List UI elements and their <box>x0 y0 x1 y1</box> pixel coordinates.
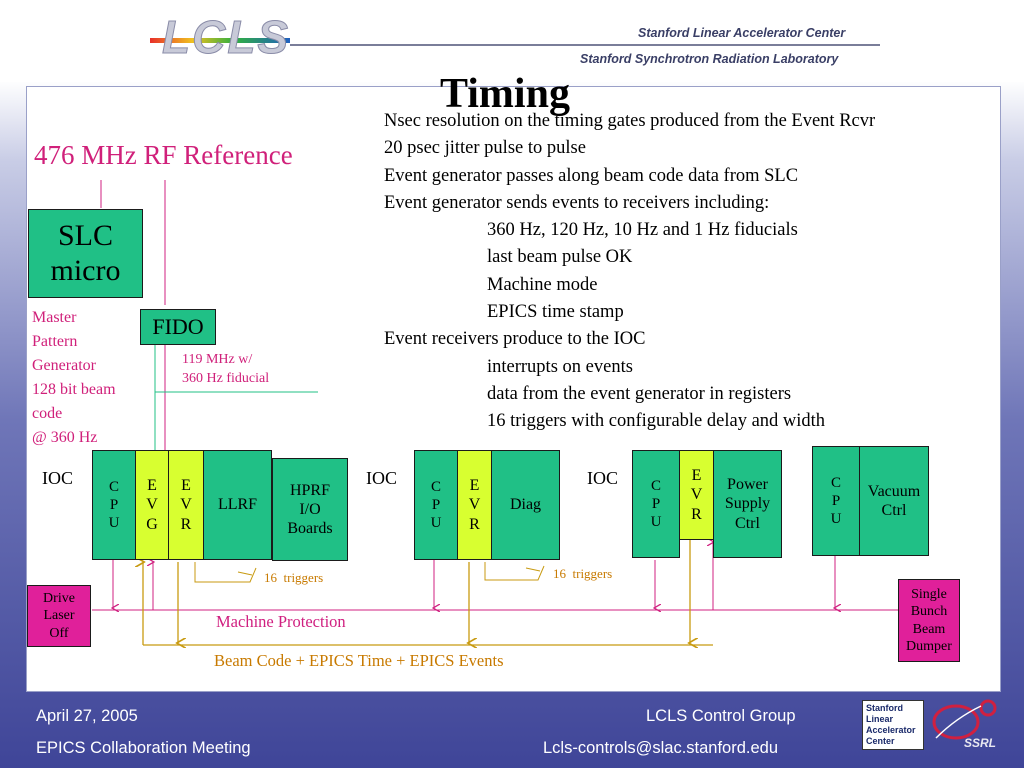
bullet-line: Nsec resolution on the timing gates prod… <box>384 111 876 131</box>
ioc1-evr: E V R <box>168 450 204 560</box>
drive-laser-box: Drive Laser Off <box>27 585 91 647</box>
ssrl-logo-text: SSRL <box>964 736 997 750</box>
bullet-line: Event generator sends events to receiver… <box>384 192 770 213</box>
slac-logo-line: Accelerator <box>866 725 916 735</box>
ioc3-cpu: C P U <box>632 450 680 558</box>
footer-meeting: EPICS Collaboration Meeting <box>36 739 251 757</box>
beam-code-bus-label: Beam Code + EPICS Time + EPICS Events <box>214 651 504 670</box>
bullet-line: Event generator passes along beam code d… <box>384 165 799 186</box>
institution-slac: Stanford Linear Accelerator Center <box>638 26 846 40</box>
slac-logo-line: Linear <box>866 714 894 724</box>
trigger-tick-1 <box>237 571 253 576</box>
slc-micro-box: SLC micro <box>28 209 143 298</box>
lcls-logo-swoosh <box>150 38 290 43</box>
bullet-line: 20 psec jitter pulse to pulse <box>384 138 586 159</box>
beam-dumper-box: Single Bunch Beam Dumper <box>898 579 960 662</box>
bullet-line: 360 Hz, 120 Hz, 10 Hz and 1 Hz fiducials <box>487 220 798 241</box>
ioc4-cpu: C P U <box>812 446 860 556</box>
ssrl-ring-icon <box>932 699 997 740</box>
ioc1-triggers-label: 16 triggers <box>264 570 324 585</box>
bullet-line: Machine mode <box>487 274 598 295</box>
lcls-logo: LCLS <box>150 8 290 64</box>
ioc4-vacuum: Vacuum Ctrl <box>859 446 929 556</box>
footer-date: April 27, 2005 <box>36 707 138 725</box>
footer-group: LCLS Control Group <box>646 707 796 725</box>
ioc1-llrf: LLRF <box>203 450 272 560</box>
slac-logo-line: Center <box>866 736 895 746</box>
ioc2-triggers-label: 16 triggers <box>553 566 613 581</box>
bullet-list: Nsec resolution on the timing gates prod… <box>384 108 875 436</box>
ioc3-evr: E V R <box>679 450 714 540</box>
trigger-bracket-2 <box>484 562 545 581</box>
institution-ssrl: Stanford Synchrotron Radiation Laborator… <box>580 52 839 66</box>
bullet-line: Event receivers produce to the IOC <box>384 329 646 350</box>
slac-logo-line: Stanford <box>866 703 903 713</box>
lcls-logo-text: LCLS <box>161 11 291 64</box>
ioc1-hprf: HPRF I/O Boards <box>272 458 348 561</box>
bullet-line: EPICS time stamp <box>487 302 624 323</box>
ioc3-label: IOC <box>587 468 618 488</box>
ioc2-evr: E V R <box>457 450 492 560</box>
ioc1-label: IOC <box>42 468 73 488</box>
trigger-tick-2 <box>525 567 541 572</box>
footer-email: Lcls-controls@slac.stanford.edu <box>543 739 779 757</box>
fido-box: FIDO <box>140 309 216 345</box>
ioc2-diag: Diag <box>491 450 560 560</box>
fiducial-label: 119 MHz w/ 360 Hz fiducial <box>182 352 270 386</box>
ioc2-label: IOC <box>366 468 397 488</box>
rf-reference-label: 476 MHz RF Reference <box>34 140 293 170</box>
slide-title: Timing <box>440 71 570 117</box>
machine-protection-label: Machine Protection <box>216 612 346 631</box>
ioc2-cpu: C P U <box>414 450 458 560</box>
bullet-line: data from the event generator in registe… <box>487 383 792 404</box>
ioc3-power-supply: Power Supply Ctrl <box>713 450 782 558</box>
bullet-line: 16 triggers with configurable delay and … <box>487 411 826 432</box>
ioc1-evg: E V G <box>135 450 169 560</box>
trigger-bracket-1 <box>194 562 257 583</box>
master-pattern-label: Master Pattern Generator 128 bit beam co… <box>32 309 116 446</box>
slide-panel <box>26 86 1001 692</box>
ioc1-cpu: C P U <box>92 450 136 560</box>
bullet-line: interrupts on events <box>487 356 633 377</box>
header-rule <box>290 44 880 46</box>
ssrl-logo: SSRL <box>926 698 1002 754</box>
bullet-line: last beam pulse OK <box>487 247 633 268</box>
